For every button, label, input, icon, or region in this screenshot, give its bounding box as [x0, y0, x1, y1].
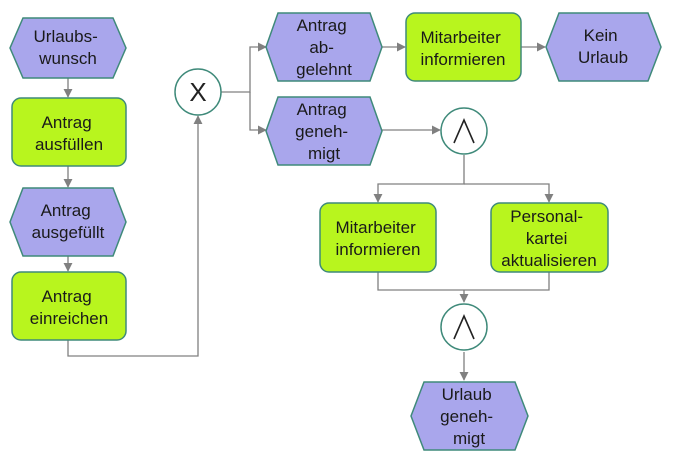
- function-mitarbeiter-informieren-1-line-2: informieren: [420, 50, 505, 69]
- edge-xor-genehmigt: [249, 92, 267, 135]
- edge-xor-branches: [221, 42, 267, 93]
- event-kein-urlaub-line-1: Kein: [584, 26, 618, 45]
- event-antrag-ausgefuellt-line-1: Antrag: [41, 201, 91, 220]
- function-antrag-ausfuellen-line-2: ausfüllen: [35, 135, 103, 154]
- svg-text:Personal- kartei: Personal- kartei aktualisieren: [501, 207, 596, 270]
- and-symbol-icon: [453, 117, 475, 144]
- edges: [63, 42, 554, 381]
- event-antrag-abgelehnt: Antrag ab- gelehnt: [265, 12, 383, 82]
- function-mitarbeiter-informieren-1-line-1: Mitarbeiter: [420, 28, 501, 47]
- event-antrag-genehmigt: Antrag geneh- migt: [265, 96, 383, 166]
- event-urlaubswunsch: Urlaubs- wunsch: [9, 17, 127, 79]
- svg-text:Mitarbeiter informiere: Mitarbeiter informieren: [420, 28, 505, 69]
- svg-text:Urlaubs- wunsch: Urlaubs- wunsch: [34, 27, 103, 68]
- function-antrag-ausfuellen-line-1: Antrag: [42, 113, 92, 132]
- event-antrag-ausgefuellt: Antrag ausgefüllt: [9, 187, 127, 257]
- event-antrag-abgelehnt-line-2: ab-: [309, 38, 334, 57]
- and-symbol-icon: [453, 313, 475, 340]
- event-antrag-genehmigt-line-1: Antrag: [297, 100, 347, 119]
- event-antrag-abgelehnt-line-3: gelehnt: [296, 60, 352, 79]
- event-antrag-genehmigt-line-3: migt: [308, 144, 340, 163]
- svg-text:Antrag einreichen: Antrag einreichen: [30, 287, 108, 328]
- xor-connector: X: [174, 68, 222, 116]
- function-personalkartei-aktualisieren: Personal- kartei aktualisieren: [490, 202, 609, 273]
- svg-text:Urlaub geneh-: Urlaub geneh- migt: [440, 385, 498, 448]
- edge-and-split-right: [464, 183, 554, 203]
- event-urlaub-genehmigt-line-3: migt: [453, 429, 485, 448]
- event-antrag-genehmigt-line-2: geneh-: [295, 122, 348, 141]
- event-antrag-ausgefuellt-line-2: ausgefüllt: [32, 223, 105, 242]
- event-kein-urlaub: Kein Urlaub: [545, 12, 662, 82]
- event-urlaubswunsch-line-2: wunsch: [38, 49, 97, 68]
- function-mitarbeiter-informieren-1: Mitarbeiter informieren: [405, 12, 522, 82]
- svg-text:Kein Urlaub: Kein Urlaub: [578, 26, 628, 67]
- function-antrag-einreichen-line-2: einreichen: [30, 309, 108, 328]
- svg-text:Antrag ab- gel: Antrag ab- gelehnt: [296, 16, 352, 79]
- event-kein-urlaub-line-2: Urlaub: [578, 48, 628, 67]
- function-personalkartei-line-3: aktualisieren: [501, 251, 596, 270]
- event-urlaubswunsch-line-1: Urlaubs-: [34, 27, 98, 46]
- function-personalkartei-line-1: Personal-: [510, 207, 583, 226]
- event-urlaub-genehmigt-line-2: geneh-: [440, 407, 493, 426]
- svg-text:Antrag geneh-: Antrag geneh- migt: [295, 100, 353, 163]
- function-antrag-ausfuellen: Antrag ausfüllen: [11, 97, 127, 167]
- function-personalkartei-line-2: kartei: [526, 229, 568, 248]
- and-connector-join: [440, 303, 488, 351]
- function-mitarbeiter-informieren-2-line-2: informieren: [335, 240, 420, 259]
- svg-text:Antrag ausfüllen: Antrag ausfüllen: [35, 113, 103, 154]
- event-antrag-abgelehnt-line-1: Antrag: [297, 16, 347, 35]
- edge-join: [377, 272, 550, 291]
- and-connector-split: [440, 107, 488, 155]
- svg-text:Antrag ausgefüllt: Antrag ausgefüllt: [32, 201, 105, 242]
- function-antrag-einreichen: Antrag einreichen: [11, 271, 127, 341]
- svg-text:Mitarbeiter informiere: Mitarbeiter informieren: [335, 218, 420, 259]
- edge-einreichen-xor: [67, 115, 203, 357]
- function-antrag-einreichen-line-1: Antrag: [42, 287, 92, 306]
- event-urlaub-genehmigt-line-1: Urlaub: [442, 385, 492, 404]
- function-mitarbeiter-informieren-2-line-1: Mitarbeiter: [335, 218, 416, 237]
- xor-connector-label: X: [189, 77, 206, 107]
- function-mitarbeiter-informieren-2: Mitarbeiter informieren: [319, 202, 437, 273]
- event-urlaub-genehmigt: Urlaub geneh- migt: [410, 381, 529, 451]
- edge-and-split: [373, 155, 465, 203]
